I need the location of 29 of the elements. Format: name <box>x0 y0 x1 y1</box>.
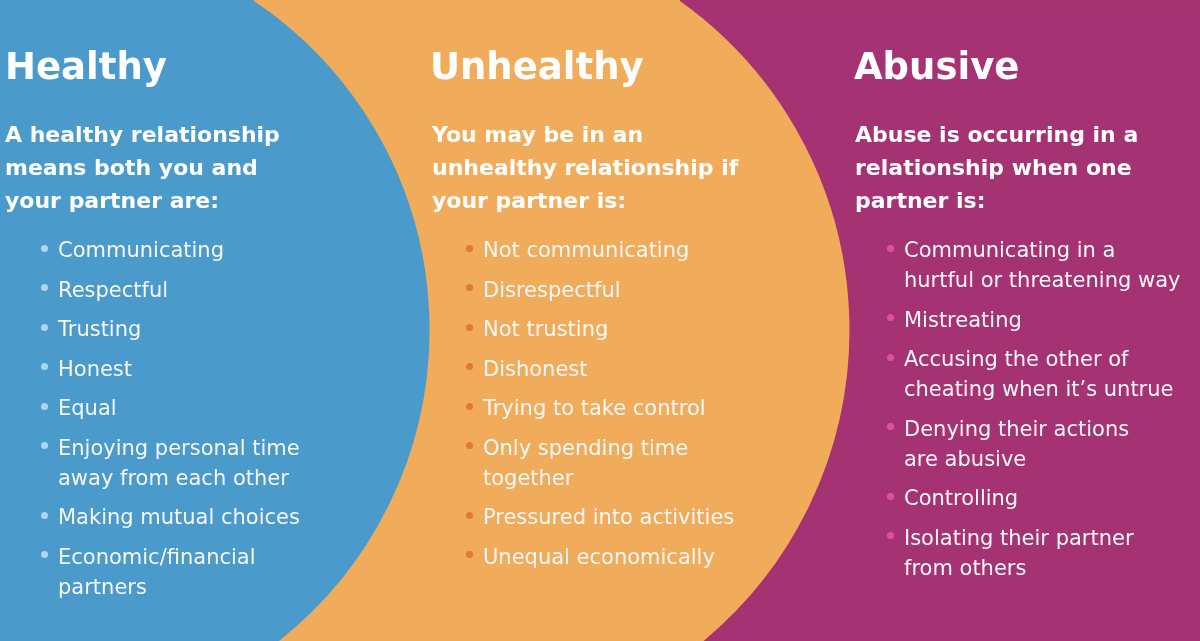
heading: Unhealthy <box>430 45 644 89</box>
list-item-text: Dishonest <box>483 355 588 383</box>
list-item-text: Only spending time together <box>483 434 690 492</box>
list-item-text: Equal <box>58 395 117 422</box>
list-item-text: Making mutual choices <box>58 504 300 531</box>
list-item-text: Not trusting <box>483 316 609 343</box>
list-item-text: Pressured into activities <box>483 504 735 531</box>
heading: Abusive <box>854 45 1020 89</box>
intro-text: Abuse is occurring in a relationship when one partner is: <box>855 121 1140 215</box>
list-item-text: Communicating <box>58 237 224 264</box>
list-item-text: Controlling <box>904 485 1019 512</box>
list-item-text: Honest <box>58 355 133 383</box>
list-item-text: Trusting <box>58 316 142 343</box>
list-item-text: Enjoying personal time away from each other <box>58 434 301 492</box>
intro-text: You may be in an unhealthy relationship if your partner is: <box>432 121 740 215</box>
list-item-text: Trying to take control <box>483 395 706 422</box>
list-item-text: Communicating in a hurtful or threatening way <box>904 237 1182 294</box>
list-item-text: Unequal economically <box>483 543 715 571</box>
intro-text: A healthy relationship means both you and your partner are: <box>5 121 281 215</box>
list-item-text: Mistreating <box>904 306 1022 334</box>
list-item-text: Denying their actions are abusive <box>904 415 1131 473</box>
circle-panel <box>0 0 430 641</box>
list-item-text: Economic/financial partners <box>58 543 257 601</box>
list-item-text: Isolating their partner from others <box>904 524 1135 582</box>
list-item-text: Disrespectful <box>483 276 621 304</box>
list-item-text: Not communicating <box>483 237 690 264</box>
list-item-text: Respectful <box>58 276 169 304</box>
list-item-text: Accusing the other of cheating when it’s untrue <box>904 346 1175 403</box>
heading: Healthy <box>5 45 167 89</box>
